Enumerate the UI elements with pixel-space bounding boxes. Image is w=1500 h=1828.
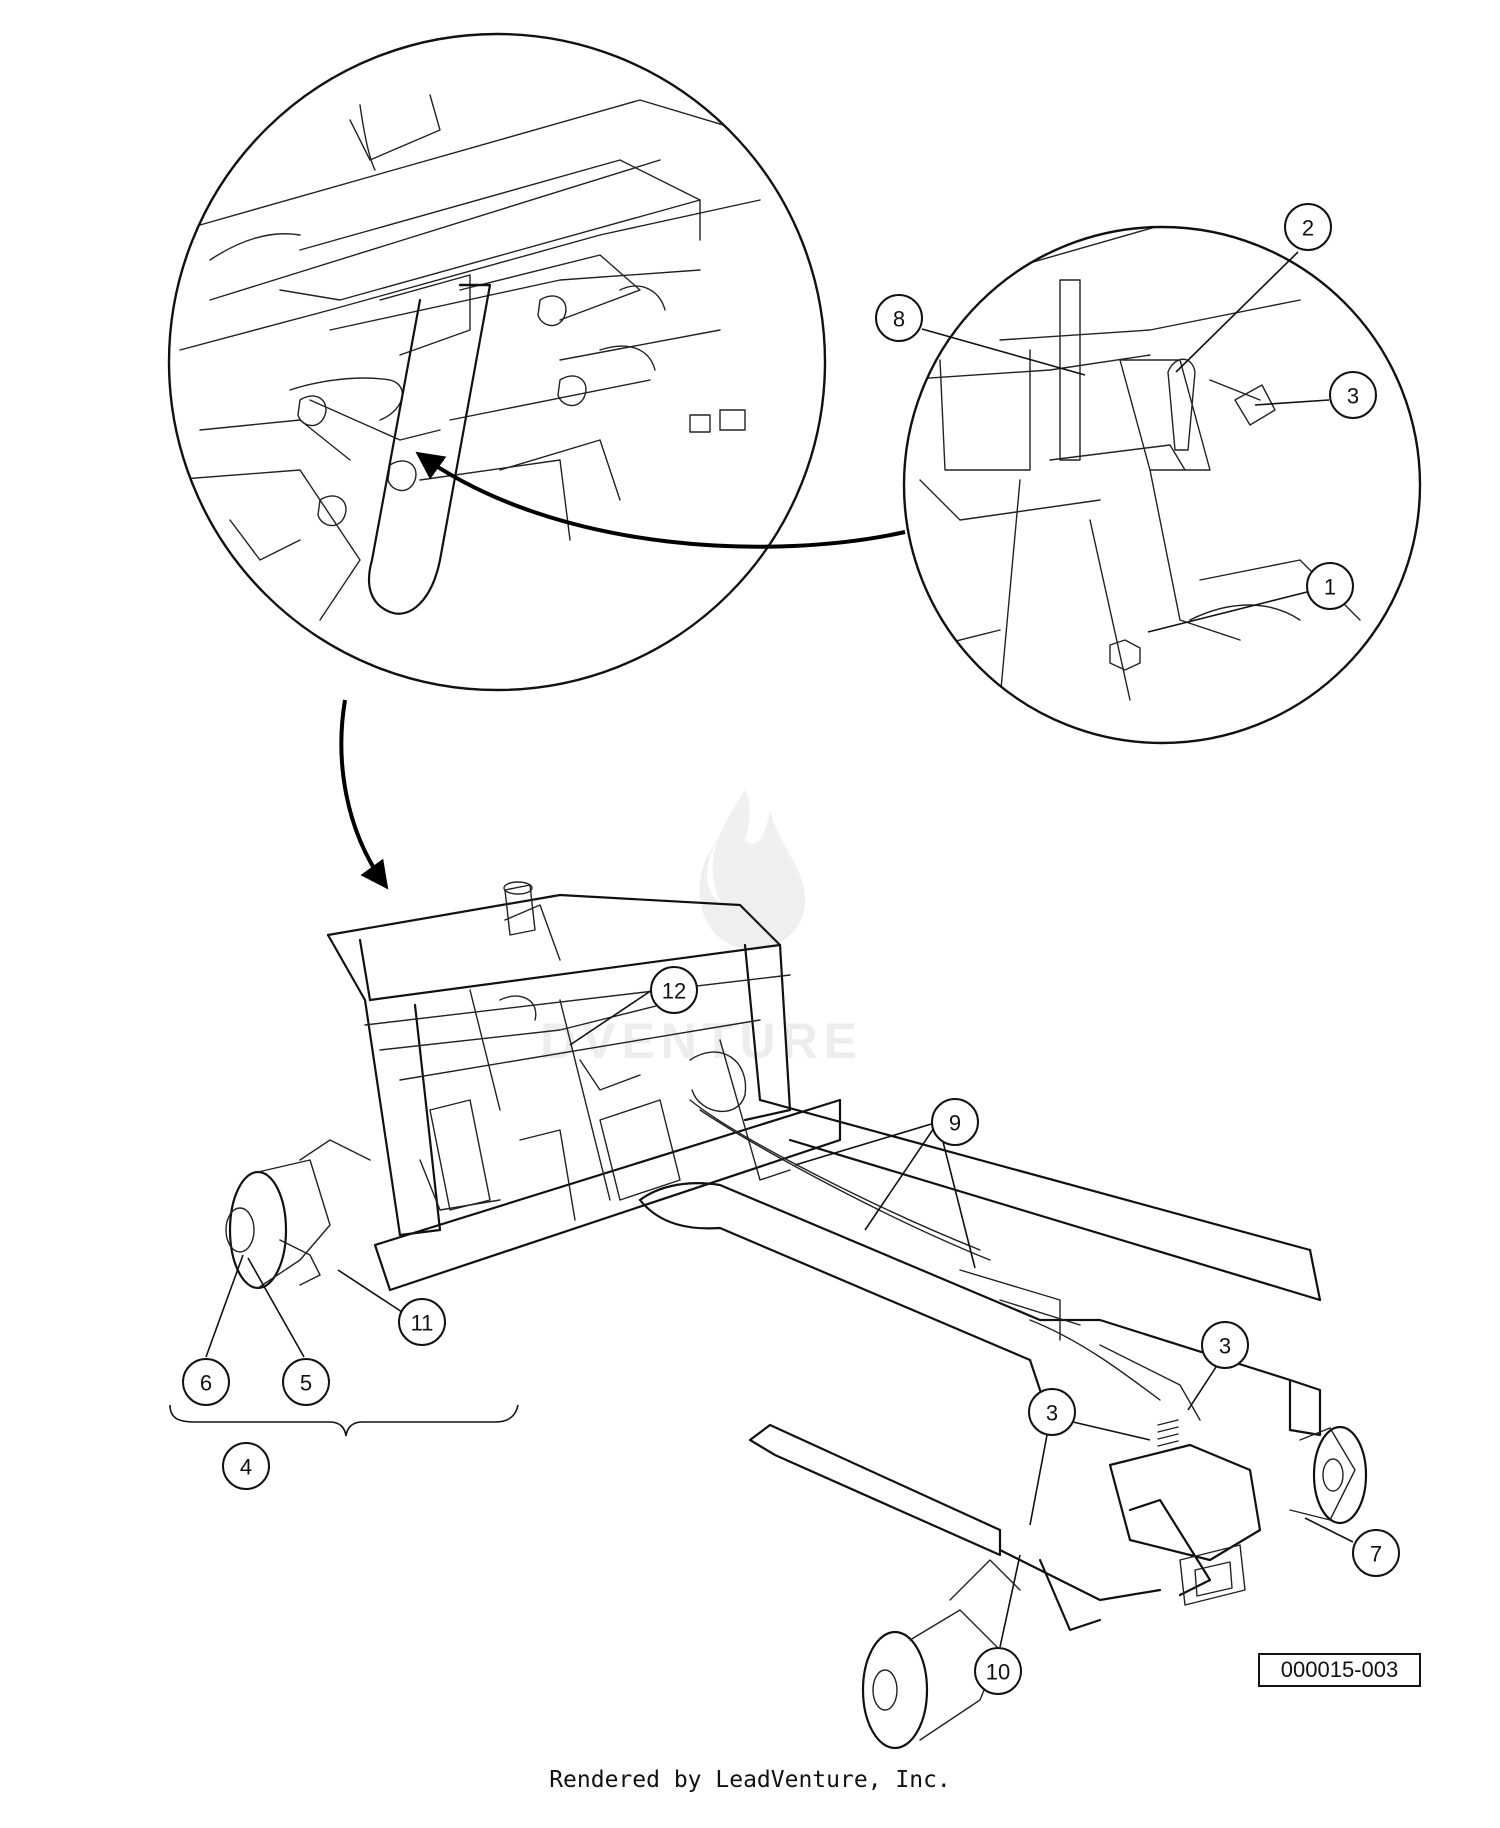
callout-3-detail-label: 3	[1347, 384, 1359, 409]
callout-2-label: 2	[1302, 216, 1314, 241]
callout-2: 2	[1284, 203, 1332, 251]
callout-1-label: 1	[1324, 575, 1336, 600]
rear-axle-assembly	[748, 1419, 1368, 1750]
callout-11: 11	[398, 1298, 446, 1346]
callout-7: 7	[1352, 1529, 1400, 1577]
watermark-text: DVENTURE	[540, 1013, 863, 1069]
render-credit: Rendered by LeadVenture, Inc.	[549, 1767, 951, 1793]
callout-10-label: 10	[986, 1660, 1010, 1685]
callout-9: 9	[931, 1098, 979, 1146]
callout-9-label: 9	[949, 1111, 961, 1136]
callout-3-rear-upper-label: 3	[1219, 1334, 1231, 1359]
callout-8: 8	[875, 294, 923, 342]
figure-id: 000015-003	[1280, 1657, 1399, 1682]
callout-leaders	[205, 251, 1354, 1648]
callout-3-detail: 3	[1329, 371, 1377, 419]
callout-12-label: 12	[662, 979, 686, 1004]
detail-view-left	[167, 32, 827, 692]
callout-10: 10	[974, 1647, 1022, 1695]
callout-3-rear-upper: 3	[1201, 1321, 1249, 1369]
front-frame-assembly	[326, 881, 842, 1292]
callout-8-label: 8	[893, 307, 905, 332]
callout-4: 4	[222, 1442, 270, 1490]
callout-6: 6	[182, 1358, 230, 1406]
callout-11-label: 11	[411, 1311, 434, 1336]
assembly-bracket	[169, 1404, 519, 1437]
callout-3-rear-left: 3	[1028, 1388, 1076, 1436]
callout-12: 12	[650, 966, 698, 1014]
watermark: DVENTURE	[540, 790, 863, 1069]
callout-5: 5	[282, 1358, 330, 1406]
callout-4-label: 4	[240, 1455, 252, 1480]
chassis-rails	[638, 1098, 1322, 1437]
callout-6-label: 6	[200, 1371, 212, 1396]
callout-7-label: 7	[1370, 1542, 1382, 1567]
front-left-wheel-hub	[225, 1139, 371, 1290]
detail-arrow-right-to-left	[415, 451, 906, 549]
callout-3-rear-left-label: 3	[1046, 1401, 1058, 1426]
figure-id-box: 000015-003	[1258, 1653, 1421, 1687]
detail-view-right	[902, 225, 1422, 745]
callout-5-label: 5	[300, 1371, 312, 1396]
detail-arrow-left-to-main	[339, 699, 389, 890]
callout-1: 1	[1306, 562, 1354, 610]
